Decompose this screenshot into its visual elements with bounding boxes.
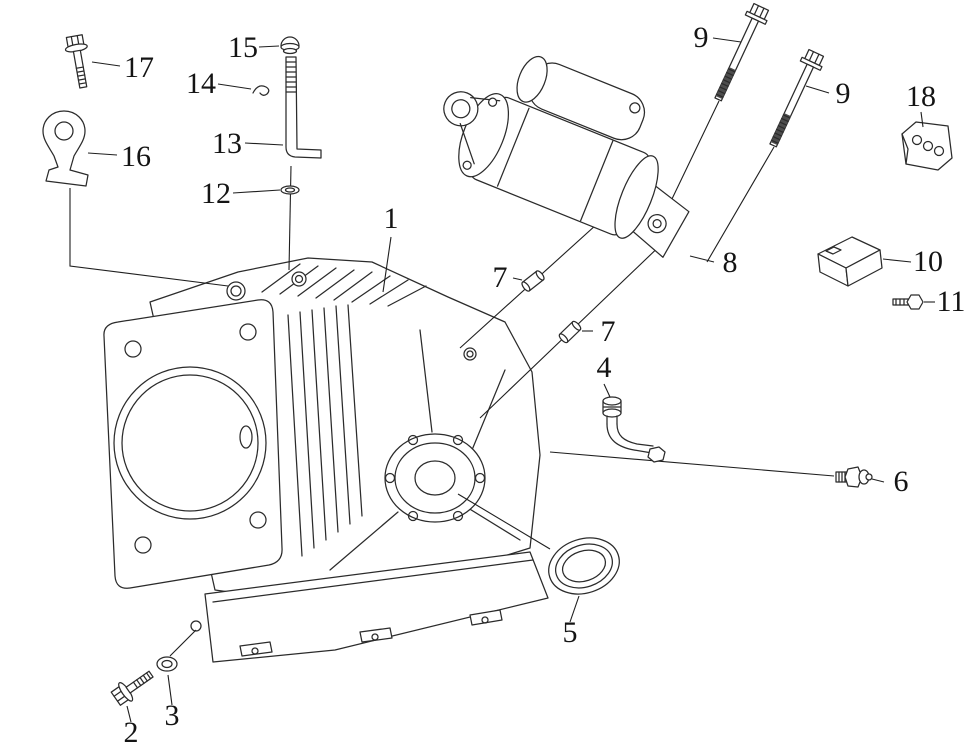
starter-bolt-a-part — [714, 2, 770, 102]
sensor-axis-line — [549, 451, 835, 477]
leader-9a — [712, 37, 742, 43]
callout-12: 12 — [201, 177, 231, 210]
leader-8 — [689, 255, 715, 263]
flange-bolt-part — [64, 34, 88, 89]
leader-5 — [569, 595, 580, 623]
rod-axis-line — [288, 165, 292, 271]
callout-11: 11 — [937, 285, 966, 318]
callout-1: 1 — [384, 202, 399, 235]
callout-18: 18 — [906, 80, 936, 113]
leader-1 — [382, 236, 392, 293]
callout-9b: 9 — [836, 77, 851, 110]
callout-9a: 9 — [694, 21, 709, 54]
callout-leaders — [87, 37, 935, 723]
leader-16 — [87, 152, 118, 156]
callout-5: 5 — [563, 616, 578, 649]
callout-3: 3 — [165, 699, 180, 732]
leader-15 — [258, 45, 280, 48]
leader-14 — [217, 83, 252, 90]
callout-8: 8 — [723, 246, 738, 279]
callout-7b: 7 — [601, 315, 616, 348]
breather-fitting-part — [602, 396, 666, 463]
starter-motor-part — [443, 55, 690, 258]
hook-axis-line — [69, 188, 229, 287]
dowel-pin-b-part — [558, 320, 582, 344]
crankcase-part — [103, 257, 549, 663]
clip-part — [252, 85, 270, 96]
starter-bolt-b-part — [769, 48, 825, 148]
callout-17: 17 — [124, 51, 154, 84]
guide-rod-part — [285, 56, 322, 159]
leader-9b — [805, 85, 830, 94]
callout-4: 4 — [597, 351, 612, 384]
module-part — [817, 236, 883, 287]
leader-2 — [126, 705, 132, 723]
callout-16: 16 — [121, 140, 151, 173]
callout-14: 14 — [186, 67, 216, 100]
drain-bolt-part — [110, 670, 154, 706]
leader-6 — [871, 478, 885, 483]
leader-18 — [920, 111, 924, 128]
callout-2: 2 — [124, 716, 139, 747]
leader-13 — [244, 142, 284, 146]
callout-13: 13 — [212, 127, 242, 160]
sealing-washer-part — [156, 656, 178, 672]
callout-10: 10 — [913, 245, 943, 278]
leader-3 — [167, 674, 173, 706]
washer-axis-line — [169, 629, 197, 657]
seal-axis-line — [457, 493, 551, 550]
leader-4 — [603, 383, 611, 398]
callout-15: 15 — [228, 31, 258, 64]
leader-12 — [232, 189, 281, 194]
leader-7a — [512, 277, 523, 281]
washer-part — [280, 185, 300, 195]
leader-17 — [91, 61, 121, 67]
crank-bore — [384, 433, 486, 523]
cap-nut-part — [280, 36, 300, 55]
leader-10 — [882, 258, 912, 263]
callout-labels: 1 2 3 4 5 6 7 7 8 9 9 10 11 12 13 14 15 … — [121, 21, 965, 747]
callout-7a: 7 — [493, 261, 508, 294]
starter-pinion — [443, 91, 479, 127]
lifting-hook-part — [42, 110, 89, 187]
dowel-pin-a-part — [521, 270, 545, 292]
bracket-plate-part — [901, 121, 953, 171]
module-bolt-part — [892, 294, 924, 310]
bolt-b-axis-line — [706, 146, 775, 263]
callout-6: 6 — [894, 465, 909, 498]
cylinder-bore — [113, 366, 267, 520]
oil-seal-part — [548, 537, 620, 595]
oil-switch-part — [835, 466, 873, 488]
